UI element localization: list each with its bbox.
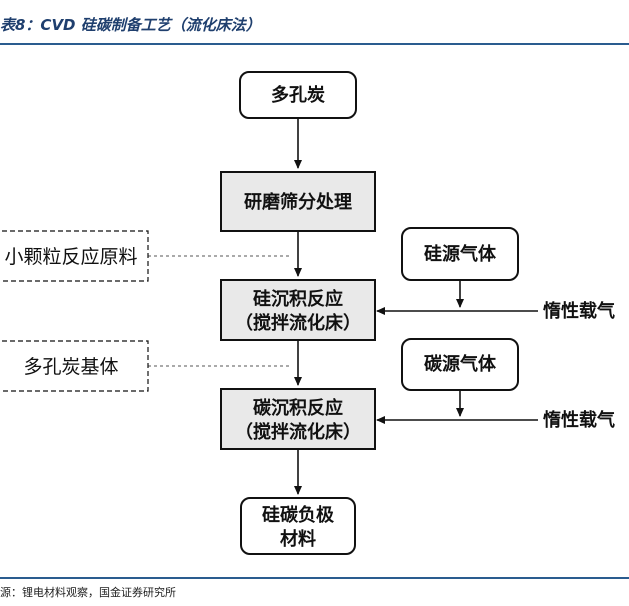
label-inert-gas-1: 惰性载气 — [543, 300, 615, 322]
figure-caption: 表8：CVD 硅碳制备工艺（流化床法） — [0, 16, 261, 34]
label-inert-gas-2: 惰性载气 — [543, 409, 615, 431]
svg-text:硅碳负极: 硅碳负极 — [262, 504, 335, 526]
source-note: 源：锂电材料观察，国金证券研究所 — [0, 586, 176, 599]
node-c-source-gas: 碳源气体 — [401, 338, 519, 391]
top-divider — [0, 43, 629, 45]
svg-text:（搅拌流化床）: （搅拌流化床） — [235, 421, 361, 443]
svg-text:硅沉积反应: 硅沉积反应 — [253, 288, 343, 310]
node-porous-carbon: 多孔炭 — [239, 71, 357, 119]
svg-text:材料: 材料 — [280, 528, 316, 550]
node-small-particles: 小颗粒反应原料 — [0, 230, 149, 282]
bottom-divider — [0, 577, 629, 579]
svg-text:小颗粒反应原料: 小颗粒反应原料 — [4, 246, 137, 268]
svg-text:研磨筛分处理: 研磨筛分处理 — [244, 191, 352, 213]
node-grinding: 研磨筛分处理 — [220, 171, 376, 232]
svg-text:硅源气体: 硅源气体 — [424, 243, 497, 265]
svg-text:碳源气体: 碳源气体 — [424, 353, 497, 375]
svg-text:多孔炭基体: 多孔炭基体 — [23, 356, 118, 378]
node-si-deposition: 硅沉积反应 （搅拌流化床） — [220, 279, 376, 341]
node-product: 硅碳负极 材料 — [240, 497, 356, 555]
node-c-deposition: 碳沉积反应 （搅拌流化床） — [220, 388, 376, 450]
svg-text:碳沉积反应: 碳沉积反应 — [253, 397, 343, 419]
node-porous-carbon-matrix: 多孔炭基体 — [0, 340, 149, 392]
svg-text:（搅拌流化床）: （搅拌流化床） — [235, 312, 361, 334]
svg-text:多孔炭: 多孔炭 — [271, 84, 325, 106]
node-si-source-gas: 硅源气体 — [401, 227, 519, 281]
